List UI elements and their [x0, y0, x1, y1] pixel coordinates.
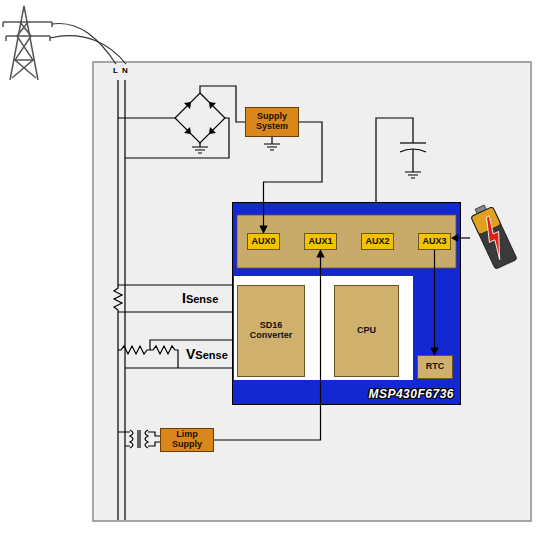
mains-lines — [114, 80, 125, 520]
module-box: RTC — [417, 355, 453, 379]
process-box: Limp Supply — [160, 428, 214, 452]
box-label: AUX1 — [308, 237, 332, 247]
box-label: SD16 Converter — [238, 321, 304, 341]
module-box: SD16 Converter — [237, 285, 305, 377]
power-wire — [52, 23, 116, 64]
chip-box: MSP430F6736 AUX0 AUX1 AUX2 AUX3SD16 Converte… — [232, 202, 461, 405]
aux-pin-box: AUX3 — [418, 233, 451, 250]
power-wire — [50, 36, 126, 64]
box-label: CPU — [357, 326, 376, 336]
signal-name: VSense — [186, 347, 228, 361]
signal-name: ISense — [182, 291, 218, 305]
chip-name: MSP430F6736 — [368, 388, 454, 401]
process-box: Supply System — [245, 107, 299, 137]
signal-connector — [434, 250, 435, 355]
diode-symbols — [184, 102, 216, 134]
box-label: RTC — [426, 362, 445, 372]
ground-symbol — [264, 137, 280, 150]
box-label: AUX2 — [365, 237, 389, 247]
signal-connector — [214, 250, 321, 440]
aux-pin-box: AUX2 — [361, 233, 394, 250]
line-name: L — [113, 67, 118, 75]
panel — [93, 62, 531, 521]
aux-pin-box: AUX0 — [247, 233, 280, 250]
aux-pin-box: AUX1 — [304, 233, 337, 250]
module-box: CPU — [334, 285, 399, 377]
power-tower — [3, 6, 52, 80]
box-label: AUX3 — [422, 237, 446, 247]
core-area — [234, 276, 413, 380]
arrow-head — [451, 234, 458, 242]
bridge-rectifier — [118, 86, 247, 158]
sense-wires — [118, 285, 232, 368]
battery-wire — [458, 237, 470, 238]
battery-icon — [469, 202, 517, 269]
box-label: Supply System — [246, 112, 298, 132]
aux-band — [237, 215, 456, 268]
transformer — [118, 430, 162, 448]
chip-body — [232, 202, 461, 405]
box-label: AUX0 — [251, 237, 275, 247]
line-name: N — [122, 67, 128, 75]
signal-connector — [264, 122, 323, 233]
box-label: Limp Supply — [161, 430, 213, 450]
